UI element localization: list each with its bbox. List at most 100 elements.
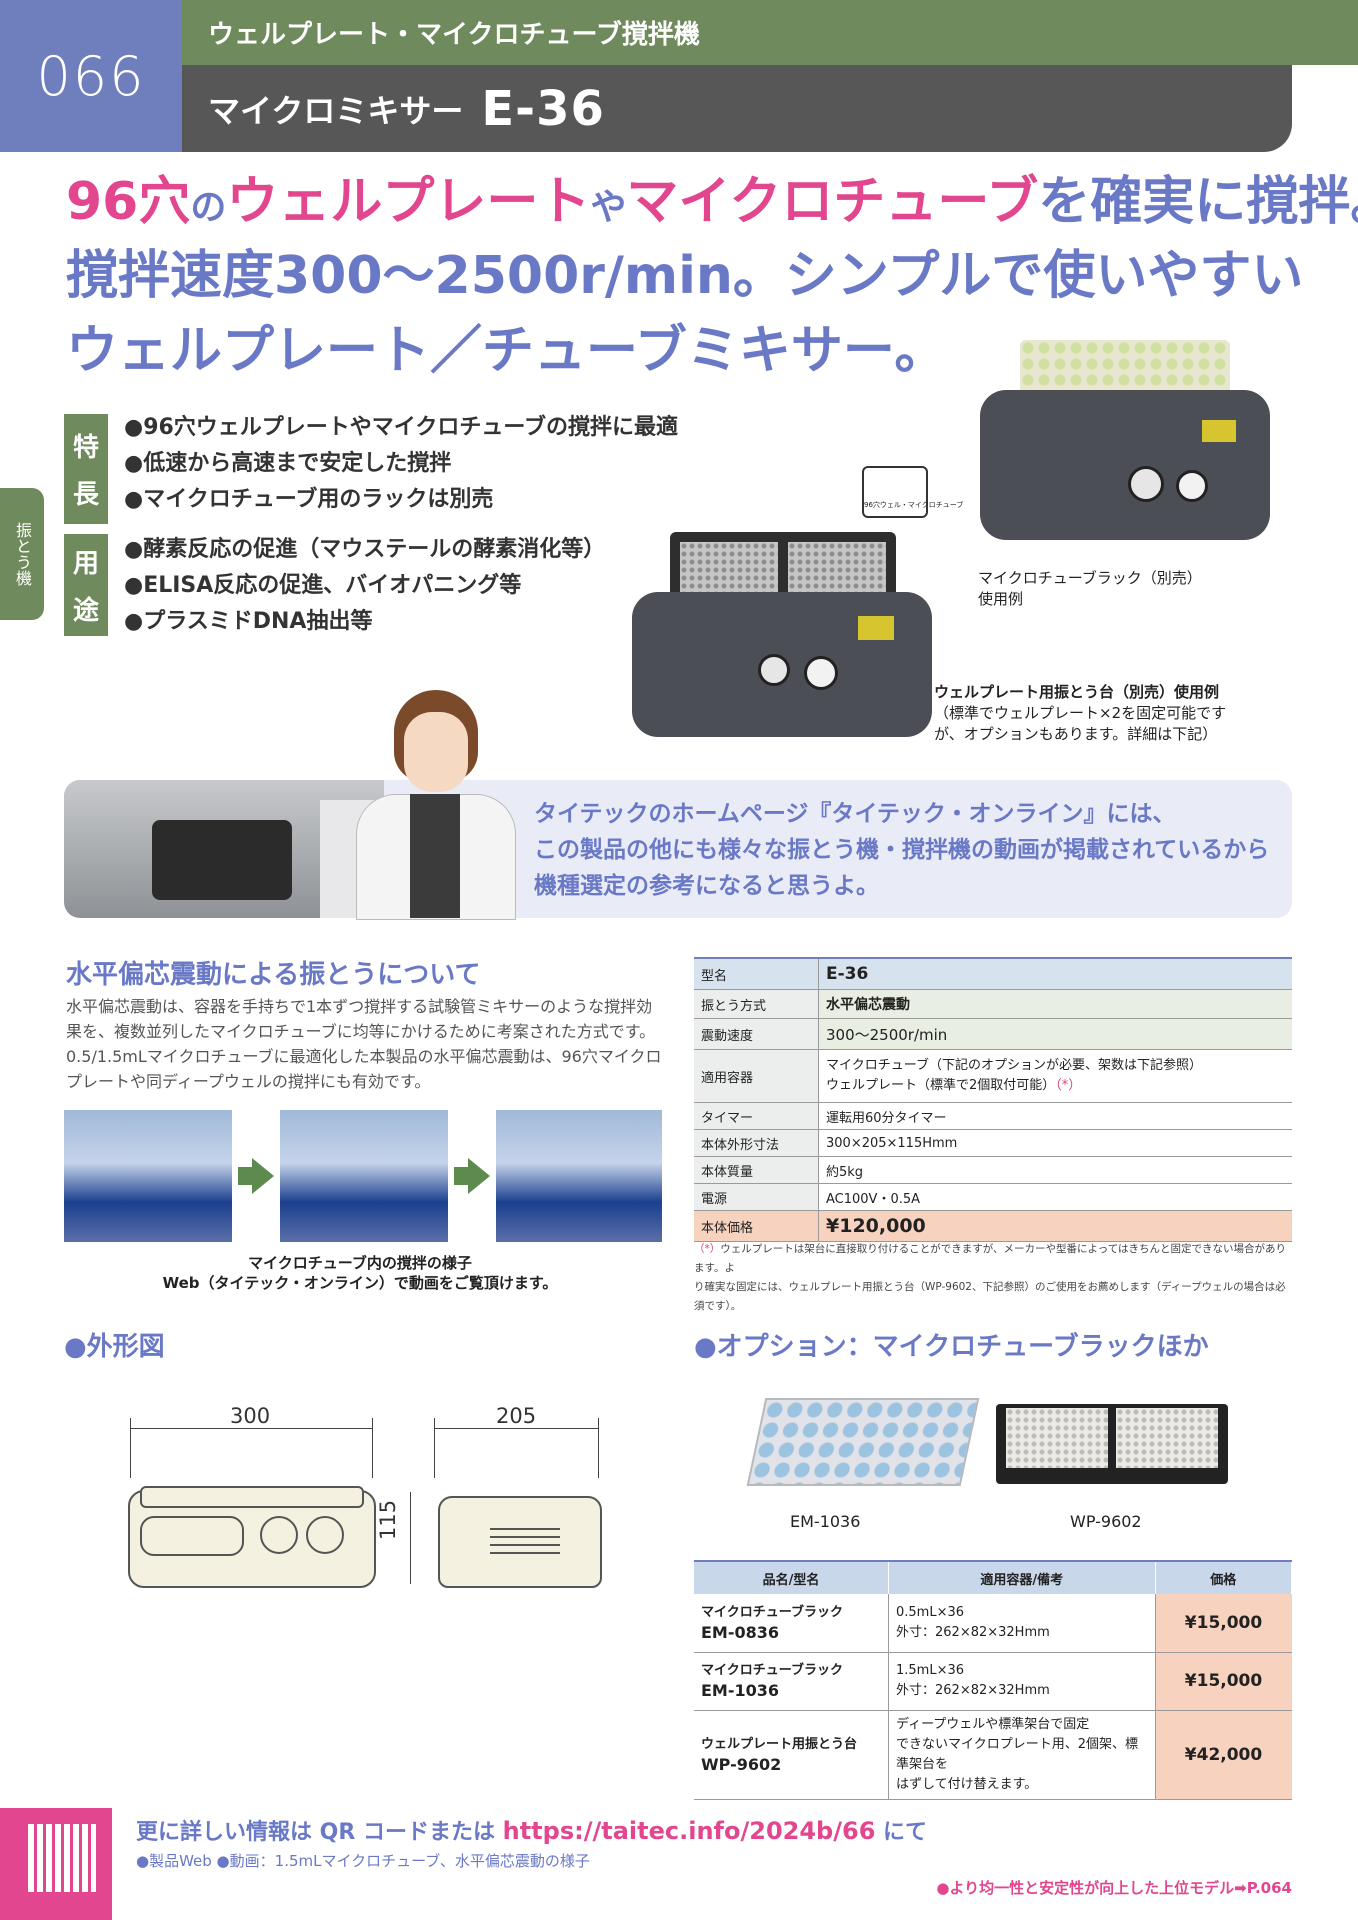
option-price: ¥15,000 xyxy=(1155,1594,1292,1653)
speech-line: この製品の他にも様々な振とう機・撹拌機の動画が掲載されているから xyxy=(534,837,1270,863)
mixer-body xyxy=(632,592,932,737)
spec-note-line: り確実な固定には、ウェルプレート用振とう台（WP-9602、下記参照）のご使用を… xyxy=(694,1281,1286,1312)
timer-dial-icon xyxy=(1176,470,1208,502)
dim-ext xyxy=(372,1418,373,1478)
option-model: EM-0836 xyxy=(701,1622,780,1642)
front-knob xyxy=(260,1516,298,1554)
spec-row: 本体質量約5kg xyxy=(694,1156,1292,1184)
caption-rack: マイクロチューブラック（別売） 使用例 xyxy=(978,568,1202,610)
footer-related-model[interactable]: ●より均一性と安定性が向上した上位モデル➡P.064 xyxy=(936,1879,1292,1897)
front-dial xyxy=(306,1516,344,1554)
outline-side-view xyxy=(438,1496,602,1588)
qr-code-icon[interactable] xyxy=(28,1824,96,1892)
outline-top-plate xyxy=(140,1486,364,1508)
features-tag: 特 長 xyxy=(64,414,108,524)
spec-key: 本体外形寸法 xyxy=(694,1129,819,1157)
dim-line-depth xyxy=(434,1428,598,1429)
speech-line: 機種選定の参考になると思うよ。 xyxy=(534,873,879,899)
spec-row-price: 本体価格¥120,000 xyxy=(694,1210,1292,1242)
spec-note: （*）ウェルプレートは架台に直接取り付けることができますが、メーカーや型番によっ… xyxy=(694,1240,1294,1316)
warning-label-icon xyxy=(1202,420,1236,442)
arrow-icon xyxy=(454,1158,490,1194)
well-plate-right xyxy=(788,542,886,598)
option-model: WP-9602 xyxy=(701,1754,782,1774)
options-header-row: 品名/型名 適用容器/備考 価格 xyxy=(694,1560,1292,1594)
headline-line-3: ウェルプレート／チューブミキサー。 xyxy=(66,321,947,381)
warning-label-icon xyxy=(858,616,894,640)
outline-heading: ●外形図 xyxy=(64,1332,165,1362)
footer-url-link[interactable]: https://taitec.info/2024b/66 xyxy=(502,1817,876,1845)
plate-holder xyxy=(670,532,896,608)
option-model: EM-1036 xyxy=(701,1681,780,1700)
category-bar: ウェルプレート・マイクロチューブ撹拌機 xyxy=(182,0,1358,65)
feature-item: ●低速から高速まで安定した撹拌 xyxy=(124,451,452,476)
tube-caption-line: マイクロチューブ内の撹拌の様子 xyxy=(248,1254,472,1272)
plate-left xyxy=(1006,1408,1108,1468)
spec-note-mark: （*） xyxy=(694,1243,721,1255)
spec-row: タイマー運転用60分タイマー xyxy=(694,1102,1292,1130)
headline-line-1: 96穴のウェルプレートやマイクロチューブを確実に撹拌。 xyxy=(66,176,1358,228)
plate-right xyxy=(1116,1408,1218,1468)
option-desc-line: はずして付け替えます。 xyxy=(896,1776,1038,1792)
category-title: ウェルプレート・マイクロチューブ撹拌機 xyxy=(208,20,700,50)
spec-value: マイクロチューブ（下記のオプションが必要、架数は下記参照）ウェルプレート（標準で… xyxy=(818,1049,1292,1103)
lab-mixer xyxy=(152,820,292,900)
rack-em1036-image xyxy=(746,1398,980,1486)
character-illustration xyxy=(350,690,520,920)
headline-blue-a: の xyxy=(190,187,227,228)
option-img-label: EM-1036 xyxy=(790,1512,861,1531)
headline-line-2: 撹拌速度300～2500r/min。シンプルで使いやすい xyxy=(66,246,1304,306)
option-desc-cell: ディープウェルや標準架台で固定できないマイクロプレート用、2個架、標準架台をはず… xyxy=(888,1710,1156,1800)
footer-main: 更に詳しい情報は QR コードまたは https://taitec.info/2… xyxy=(136,1814,927,1846)
character-shirt xyxy=(410,794,460,918)
front-panel xyxy=(140,1516,244,1556)
caption-rack-line: マイクロチューブラック（別売） xyxy=(978,569,1202,587)
tube-caption: マイクロチューブ内の撹拌の様子 Web（タイテック・オンライン）で動画をご覧頂け… xyxy=(150,1253,570,1293)
dim-height: 115 xyxy=(376,1499,400,1540)
spec-key: 本体質量 xyxy=(694,1156,819,1184)
feature-item: ●マイクロチューブ用のラックは別売 xyxy=(124,487,494,512)
caption-plate-line: が、オプションもあります。詳細は下記） xyxy=(934,725,1218,743)
tube-photo-2 xyxy=(280,1110,448,1242)
options-header: 品名/型名 xyxy=(694,1560,889,1594)
side-tab[interactable]: 振とう機 xyxy=(0,488,44,620)
spec-value-line: マイクロチューブ（下記のオプションが必要、架数は下記参照） xyxy=(826,1058,1202,1073)
footer-main-prefix: 更に詳しい情報は QR コードまたは xyxy=(136,1820,503,1845)
caption-plate: ウェルプレート用振とう台（別売）使用例 （標準でウェルプレート×2を固定可能です… xyxy=(934,682,1226,745)
spec-value: 300×205×115Hmm xyxy=(818,1129,1292,1157)
tube-photo-3 xyxy=(496,1110,662,1242)
spec-note-mark: （*） xyxy=(1055,1078,1082,1093)
spec-key: 震動速度 xyxy=(694,1018,819,1050)
caption-rack-line: 使用例 xyxy=(978,590,1024,608)
page-number: 066 xyxy=(0,0,182,152)
spec-key: 型名 xyxy=(694,958,819,990)
speech-text: タイテックのホームページ『タイテック・オンライン』には、 この製品の他にも様々な… xyxy=(534,796,1274,904)
option-desc-line: ディープウェルや標準架台で固定 xyxy=(896,1716,1090,1732)
timer-dial-icon xyxy=(804,656,838,690)
uses-tag-char-1: 用 xyxy=(72,549,99,579)
spec-key: 本体価格 xyxy=(694,1210,819,1242)
speed-knob-icon xyxy=(1128,466,1164,502)
product-photo-plate xyxy=(632,532,932,737)
option-img-label: WP-9602 xyxy=(1070,1512,1142,1531)
side-vent xyxy=(490,1544,560,1554)
option-desc-line: 0.5mL×36 xyxy=(896,1604,965,1620)
motion-heading: 水平偏芯震動による振とうについて xyxy=(66,960,481,990)
spec-price: ¥120,000 xyxy=(818,1210,1292,1242)
spec-row: 適用容器マイクロチューブ（下記のオプションが必要、架数は下記参照）ウェルプレート… xyxy=(694,1049,1292,1103)
uses-list: ●酵素反応の促進（マウステールの酵素消化等） ●ELISA反応の促進、バイオパニ… xyxy=(124,532,605,640)
mixer-body xyxy=(980,390,1270,540)
spec-value: 水平偏芯震動 xyxy=(818,989,1292,1019)
uses-tag-char-2: 途 xyxy=(72,596,99,626)
spec-note-line: ウェルプレートは架台に直接取り付けることができますが、メーカーや型番によってはき… xyxy=(694,1243,1286,1274)
headline-pink-a: 96穴 xyxy=(66,172,191,232)
spec-key: 振とう方式 xyxy=(694,989,819,1019)
